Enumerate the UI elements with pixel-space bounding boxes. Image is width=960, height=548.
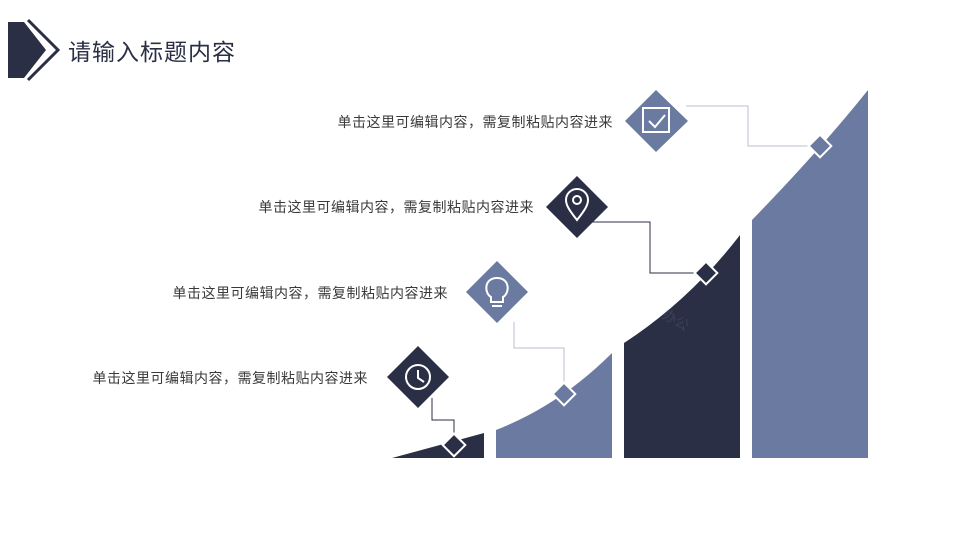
clock-icon bbox=[387, 346, 449, 408]
title-chevron-logo bbox=[8, 18, 61, 82]
checkbox-icon bbox=[625, 90, 688, 152]
item-label-4: 单击这里可编辑内容，需复制粘贴内容进来 bbox=[92, 371, 368, 387]
item-label-2: 单击这里可编辑内容，需复制粘贴内容进来 bbox=[258, 200, 534, 216]
bar-4 bbox=[752, 90, 868, 458]
marker-diamond-4 bbox=[807, 133, 833, 159]
connector-1 bbox=[686, 105, 820, 147]
marker-diamond-2 bbox=[551, 381, 577, 407]
location-pin-icon bbox=[546, 176, 608, 238]
bar-2 bbox=[496, 353, 612, 458]
marker-diamond-1 bbox=[441, 432, 467, 458]
marker-diamond-3 bbox=[693, 260, 719, 286]
page-title: 请输入标题内容 bbox=[68, 40, 236, 66]
connector-2 bbox=[590, 221, 706, 274]
bar-3 bbox=[624, 235, 740, 458]
connector-3 bbox=[513, 322, 565, 394]
lightbulb-icon bbox=[466, 261, 528, 323]
item-label-3: 单击这里可编辑内容，需复制粘贴内容进来 bbox=[172, 286, 448, 302]
item-label-1: 单击这里可编辑内容，需复制粘贴内容进来 bbox=[337, 115, 613, 131]
bar-1 bbox=[392, 433, 484, 458]
